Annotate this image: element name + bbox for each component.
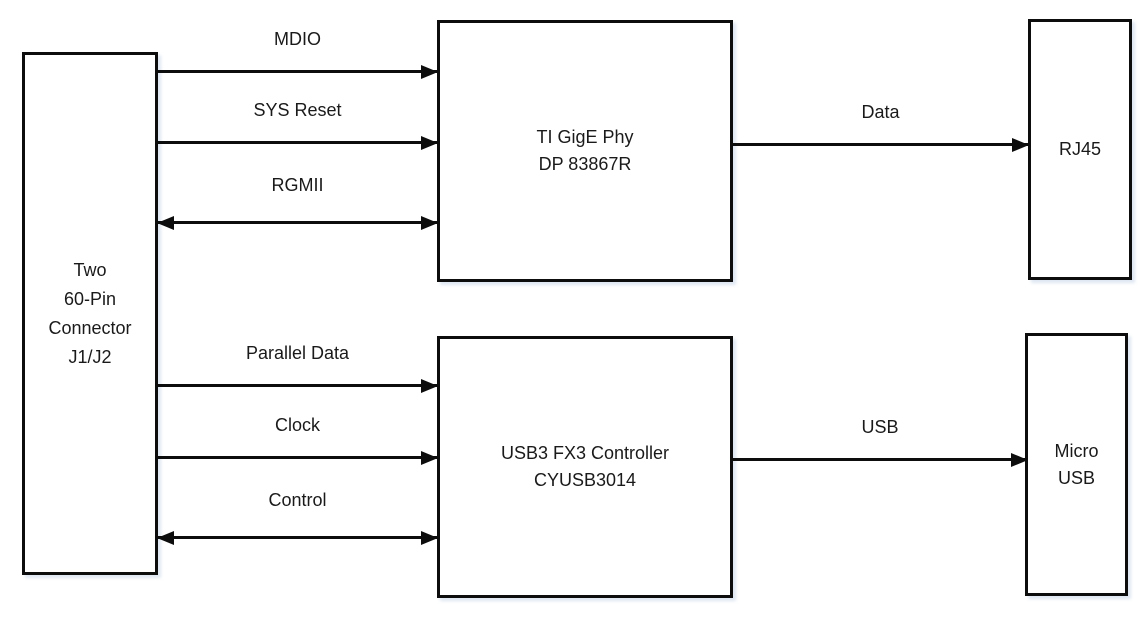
connection-clock: Clock — [158, 415, 438, 465]
connection-parallel-data: Parallel Data — [158, 343, 438, 393]
connection-usb-line — [733, 458, 1027, 461]
block-micro-usb: Micro USB — [1025, 333, 1128, 596]
arrowhead-left-icon — [157, 530, 174, 545]
arrowhead-right-icon — [421, 450, 438, 465]
block-gige-phy: TI GigE Phy DP 83867R — [437, 20, 733, 282]
connection-data: Data — [733, 102, 1029, 152]
block-connector-j1-j2: Two 60-Pin Connector J1/J2 — [22, 52, 158, 575]
connection-mdio-line — [158, 70, 437, 73]
arrowhead-right-icon — [421, 215, 438, 230]
connection-parallel-data-label: Parallel Data — [245, 343, 350, 363]
connection-clock-line — [158, 456, 437, 459]
block-rj45: RJ45 — [1028, 19, 1132, 280]
block-usb3-fx3-controller: USB3 FX3 Controller CYUSB3014 — [437, 336, 733, 598]
connection-parallel-data-line — [158, 384, 437, 387]
arrowhead-right-icon — [421, 378, 438, 393]
arrowhead-right-icon — [421, 64, 438, 79]
connection-rgmii-line — [158, 221, 437, 224]
arrowhead-right-icon — [1012, 137, 1029, 152]
block-connector-label: Two 60-Pin Connector J1/J2 — [48, 259, 132, 367]
connection-control-line — [158, 536, 437, 539]
connection-sys-reset-label: SYS Reset — [253, 100, 342, 120]
arrowhead-left-icon — [157, 215, 174, 230]
block-usb3-fx3-controller-label: USB3 FX3 Controller CYUSB3014 — [500, 443, 670, 490]
block-gige-phy-label: TI GigE Phy DP 83867R — [536, 127, 634, 174]
connection-usb: USB — [733, 417, 1028, 467]
connection-mdio-label: MDIO — [274, 29, 321, 49]
connection-sys-reset-line — [158, 141, 437, 144]
connection-mdio: MDIO — [158, 29, 438, 79]
block-rj45-label: RJ45 — [1058, 139, 1102, 159]
connection-usb-label: USB — [861, 417, 899, 437]
block-micro-usb-label: Micro USB — [1054, 440, 1099, 488]
connection-control: Control — [157, 490, 438, 545]
arrowhead-right-icon — [1011, 452, 1028, 467]
connection-data-label: Data — [861, 102, 900, 122]
connection-rgmii-label: RGMII — [271, 175, 324, 195]
connection-clock-label: Clock — [274, 415, 320, 435]
arrowhead-right-icon — [421, 135, 438, 150]
connection-sys-reset: SYS Reset — [158, 100, 438, 150]
connection-control-label: Control — [268, 490, 327, 510]
connection-data-line — [733, 143, 1028, 146]
connection-rgmii: RGMII — [157, 175, 438, 230]
arrowhead-right-icon — [421, 530, 438, 545]
